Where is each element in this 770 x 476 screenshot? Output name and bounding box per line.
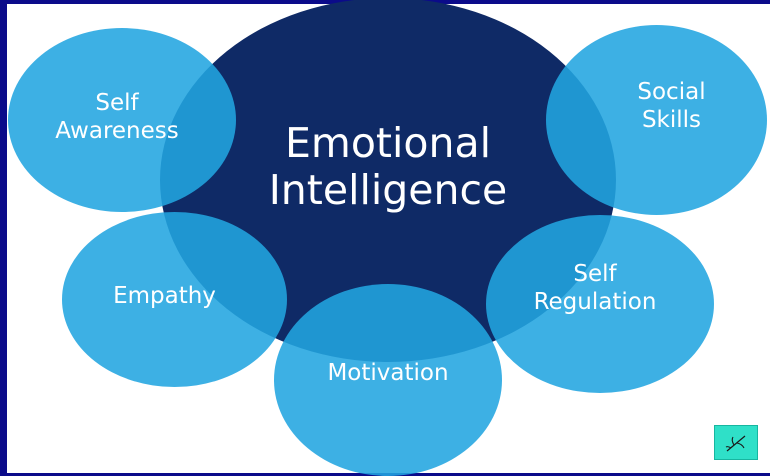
node-social-skills-label: Social Skills (637, 79, 706, 133)
node-self-awareness: Self Awareness (8, 28, 236, 212)
node-motivation: Motivation (274, 284, 502, 476)
node-empathy-label: Empathy (113, 282, 216, 309)
sprig-icon (725, 435, 746, 451)
corner-badge[interactable] (714, 425, 758, 460)
node-self-regulation-label: Self Regulation (533, 261, 657, 315)
node-self-awareness-label: Self Awareness (55, 90, 179, 144)
node-empathy: Empathy (62, 212, 287, 387)
node-self-regulation: Self Regulation (486, 215, 714, 393)
frame-left-border (0, 0, 7, 476)
center-node-label: Emotional Intelligence (268, 119, 508, 214)
node-motivation-label: Motivation (327, 360, 449, 386)
node-social-skills: Social Skills (546, 25, 767, 215)
